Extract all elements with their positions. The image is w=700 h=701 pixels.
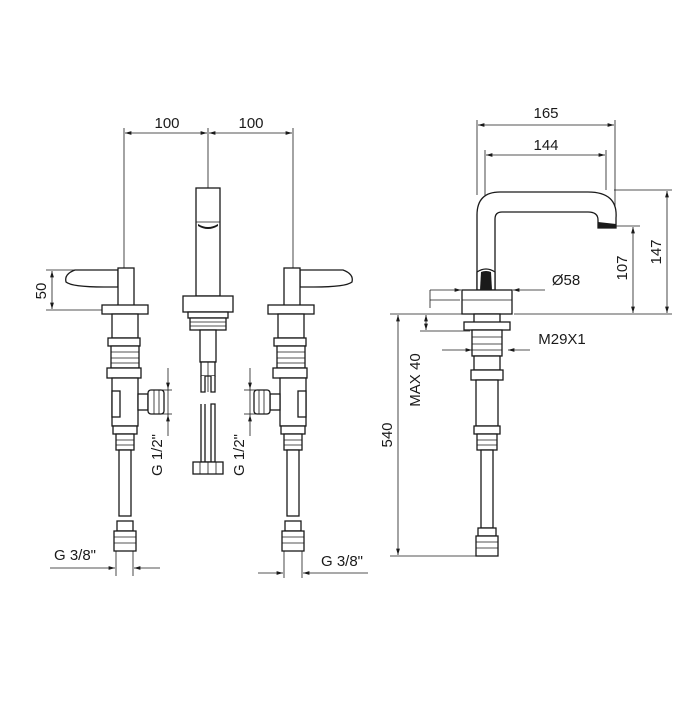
max-deck-label: MAX 40 xyxy=(407,353,424,406)
spacing-left-label: 100 xyxy=(154,115,179,132)
left-outlet-dimension: G 3/8" xyxy=(50,547,160,576)
left-inlet-dimension: G 1/2" xyxy=(149,368,172,476)
front-view: 100 100 50 xyxy=(33,115,368,578)
hose-length-label: 540 xyxy=(379,422,396,447)
spacing-dimension: 100 100 xyxy=(123,115,294,268)
spacing-right-label: 100 xyxy=(238,115,263,132)
mount-thread-label: M29X1 xyxy=(538,331,586,348)
left-valve xyxy=(65,267,165,552)
right-inlet-dimension: G 1/2" xyxy=(231,368,256,476)
right-outlet-dimension: G 3/8" xyxy=(258,551,368,578)
reach-spout-label: 144 xyxy=(533,137,558,154)
left-outlet-label: G 3/8" xyxy=(54,547,96,564)
side-view: 165 144 107 147 Ø58 M29X1 xyxy=(379,105,672,557)
outlet-height-label: 107 xyxy=(614,255,631,280)
handle-height-label: 50 xyxy=(33,283,50,300)
handle-height-dimension: 50 xyxy=(33,269,120,311)
right-outlet-label: G 3/8" xyxy=(321,553,363,570)
reach-total-label: 165 xyxy=(533,105,558,122)
total-height-label: 147 xyxy=(648,239,665,264)
left-inlet-label: G 1/2" xyxy=(149,434,166,476)
right-valve xyxy=(253,267,353,552)
spout-front xyxy=(182,187,234,475)
base-diameter-label: Ø58 xyxy=(552,272,580,289)
right-inlet-label: G 1/2" xyxy=(231,434,248,476)
